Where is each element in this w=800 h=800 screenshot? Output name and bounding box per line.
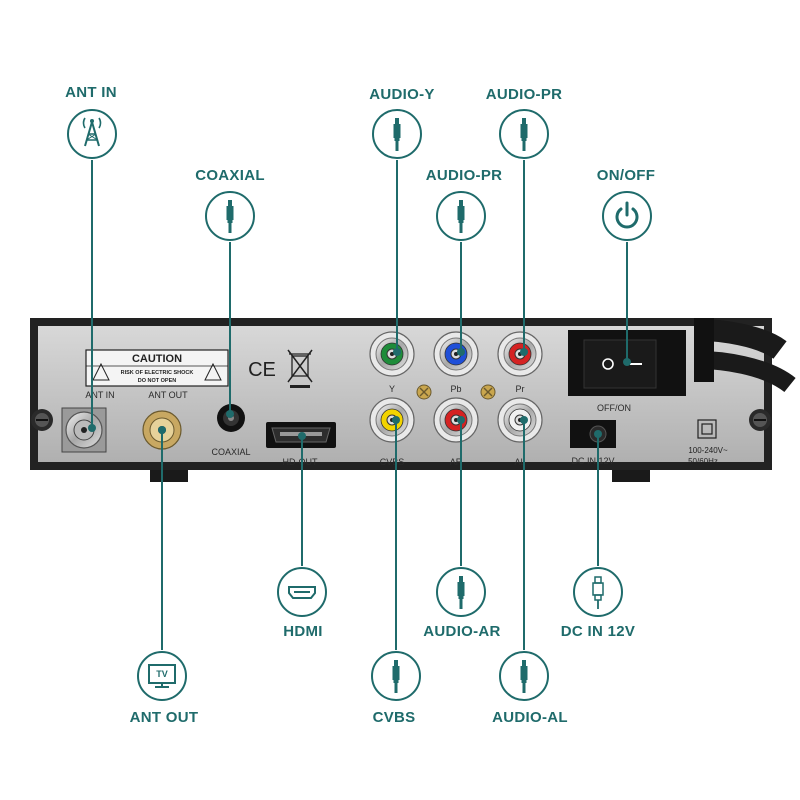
pr-rca-port [497,331,543,377]
dc-plug-icon [592,576,604,609]
al-port-label: AL [514,457,525,467]
audio-ar-callout: AUDIO-AR [423,623,501,640]
power-rating-line2: 50/60Hz [688,457,718,466]
right-screw [749,409,771,431]
leader-end-dot [520,348,528,356]
pr-port-label: Pr [516,384,525,394]
cvbs-callout: CVBS [372,709,416,726]
leader-end-dot [457,416,465,424]
audio-pr-mid-callout: AUDIO-PR [425,167,503,184]
audio-pr-mid-callout-icon [436,191,486,241]
pb-rca-port [433,331,479,377]
cvbs-callout-icon [371,651,421,701]
pb-port-label: Pb [450,384,461,394]
leader-end-dot [594,430,602,438]
audio-pr-top-callout-icon [499,109,549,159]
leader-end-dot [88,424,96,432]
ant-in-callout: ANT IN [65,84,117,101]
hdmi-callout: HDMI [283,623,323,640]
ant-out-port-label: ANT OUT [148,390,188,400]
audio-ar-callout-icon [436,567,486,617]
ant-out-callout: ANT OUT [129,709,199,726]
coaxial-port-label: COAXIAL [211,447,250,457]
caution-line1: RISK OF ELECTRIC SHOCK [121,370,194,376]
leader-end-dot [226,410,234,418]
panel-screws [416,384,496,400]
leader-lines [88,160,631,650]
leader-end-dot [298,432,306,440]
leader-end-dot [520,416,528,424]
hdmi-connector-icon [288,586,316,599]
power-icon [615,201,639,229]
ant-in-callout-icon [67,109,117,159]
ar-port-label: AR [450,457,463,467]
ant-in-port-label: ANT IN [85,390,114,400]
leader-end-dot [393,348,401,356]
double-insulation-symbol [697,419,717,439]
off-on-label: OFF/ON [597,403,631,413]
coaxial-callout: COAXIAL [195,167,265,184]
tv-icon: TV [148,664,176,688]
caution-line2: DO NOT OPEN [138,378,177,384]
coaxial-callout-icon [205,191,255,241]
leader-end-dot [158,426,166,434]
hdmi-callout-icon [277,567,327,617]
y-port-label: Y [389,384,395,394]
y-rca-port [369,331,415,377]
leader-end-dot [392,416,400,424]
power-cable [694,318,796,393]
weee-bin-icon [287,349,313,388]
ant-out-callout-icon: TV [137,651,187,701]
dc-in-port [570,420,616,448]
dc-in-port-label: DC IN 12V [571,456,614,466]
dc-in-callout: DC IN 12V [560,623,636,640]
cvbs-port-label: CVBS [380,457,405,467]
audio-y-callout-icon [372,109,422,159]
audio-y-callout: AUDIO-Y [369,86,435,103]
ant-in-port [61,407,107,453]
audio-al-callout: AUDIO-AL [492,709,568,726]
audio-al-callout-icon [499,651,549,701]
leader-end-dot [457,348,465,356]
dc-in-callout-icon [573,567,623,617]
power-rating-line1: 100-240V~ [688,446,728,455]
ar-rca-port [433,397,479,443]
hd-out-label: HD-OUT [283,457,318,467]
antenna-tower-icon [82,117,102,147]
on-off-callout-icon [602,191,652,241]
left-screw [31,409,53,431]
ce-mark: CE [248,359,276,381]
caution-label: CAUTION RISK OF ELECTRIC SHOCK DO NOT OP… [85,349,229,387]
audio-pr-top-callout: AUDIO-PR [485,86,563,103]
on-off-callout: ON/OFF [596,167,656,184]
leader-end-dot [623,358,631,366]
tv-icon-text: TV [156,669,168,679]
caution-title: CAUTION [132,353,182,365]
